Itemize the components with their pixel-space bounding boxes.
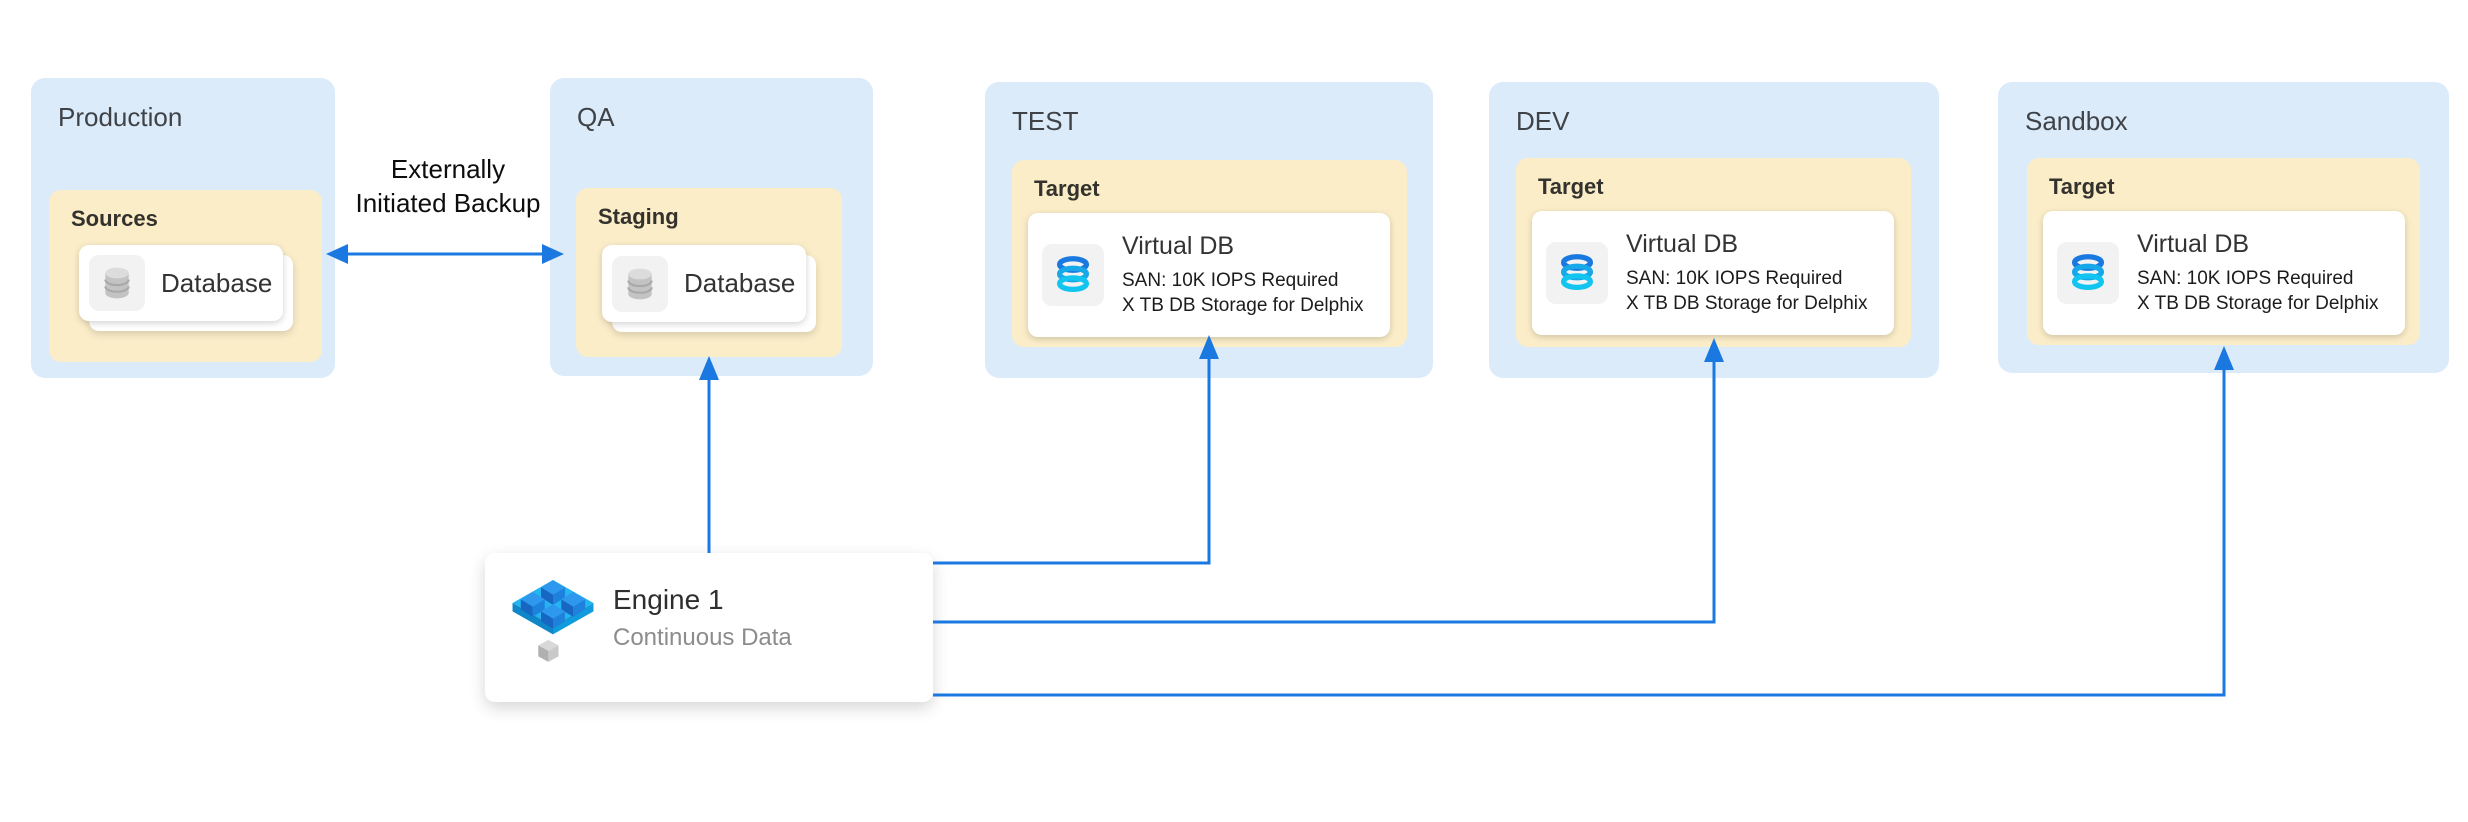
engine-card: Engine 1 Continuous Data: [485, 553, 933, 702]
virtual-db-spec-line2: X TB DB Storage for Delphix: [1626, 293, 1868, 314]
engine-to-qa-connector: [699, 356, 719, 553]
environment-label: QA: [577, 102, 615, 132]
group-label: Target: [2049, 174, 2115, 199]
target-group: Target Virtual DB SAN: 10K IOPS Required…: [1516, 158, 1911, 347]
virtual-db-spec-line1: SAN: 10K IOPS Required: [2137, 268, 2354, 289]
engine-to-sandbox-connector: [933, 346, 2234, 697]
virtual-db-card: Virtual DB SAN: 10K IOPS Required X TB D…: [1028, 213, 1390, 337]
virtual-db-title: Virtual DB: [1626, 230, 1739, 258]
database-card-title: Database: [684, 268, 796, 298]
database-card-title: Database: [161, 267, 273, 298]
group-label: Sources: [71, 206, 158, 231]
environment-box-production: Production Sources Database: [31, 78, 335, 378]
environment-box-test: TEST Target Virtual DB SAN: 10K IOPS Req…: [985, 82, 1433, 378]
database-card: Database: [79, 245, 283, 321]
staging-group: Staging Database: [576, 188, 842, 357]
target-group: Target Virtual DB SAN: 10K IOPS Required…: [1012, 160, 1407, 347]
database-icon: [89, 255, 145, 311]
target-group: Target Virtual DB SAN: 10K IOPS Required…: [2027, 158, 2420, 345]
environment-label: TEST: [1012, 106, 1079, 136]
connector-line: [933, 357, 1211, 565]
engine-title: Engine 1: [613, 584, 724, 615]
virtual-db-card: Virtual DB SAN: 10K IOPS Required X TB D…: [2043, 211, 2405, 335]
group-label: Target: [1538, 174, 1604, 199]
environment-box-dev: DEV Target Virtual DB SAN: 10K IOPS Requ…: [1489, 82, 1939, 378]
gray-cube-icon: [538, 639, 559, 662]
delphix-engine-icon: [507, 567, 599, 668]
virtual-db-title: Virtual DB: [2137, 230, 2250, 258]
environment-label: DEV: [1516, 106, 1570, 136]
connector-line: [933, 368, 2226, 697]
sources-group: Sources Database: [49, 190, 322, 362]
engine-cubes: [520, 580, 586, 629]
virtual-db-spec-line1: SAN: 10K IOPS Required: [1626, 268, 1843, 289]
backup-double-arrow: [326, 244, 564, 264]
virtual-db-icon: [1042, 244, 1104, 306]
virtual-db-card: Virtual DB SAN: 10K IOPS Required X TB D…: [1532, 211, 1894, 335]
database-icon: [612, 255, 668, 312]
virtual-db-spec-line1: SAN: 10K IOPS Required: [1122, 270, 1339, 291]
virtual-db-icon: [2057, 242, 2119, 304]
connector-line: [933, 360, 1716, 624]
environment-box-qa: QA Staging Database: [550, 78, 873, 376]
virtual-db-spec-line2: X TB DB Storage for Delphix: [1122, 295, 1364, 316]
group-label: Target: [1034, 176, 1100, 201]
environment-label: Sandbox: [2025, 106, 2128, 136]
environment-box-sandbox: Sandbox Target Virtual DB SAN: 10K IOPS …: [1998, 82, 2449, 373]
backup-label: Externally Initiated Backup: [355, 154, 541, 218]
virtual-db-spec-line2: X TB DB Storage for Delphix: [2137, 293, 2379, 314]
database-card: Database: [602, 245, 806, 322]
group-label: Staging: [598, 204, 679, 229]
environment-label: Production: [58, 102, 183, 132]
virtual-db-title: Virtual DB: [1122, 232, 1235, 260]
engine-subtitle: Continuous Data: [613, 624, 792, 651]
engine-to-dev-connector: [933, 338, 1724, 624]
virtual-db-icon: [1546, 242, 1608, 304]
